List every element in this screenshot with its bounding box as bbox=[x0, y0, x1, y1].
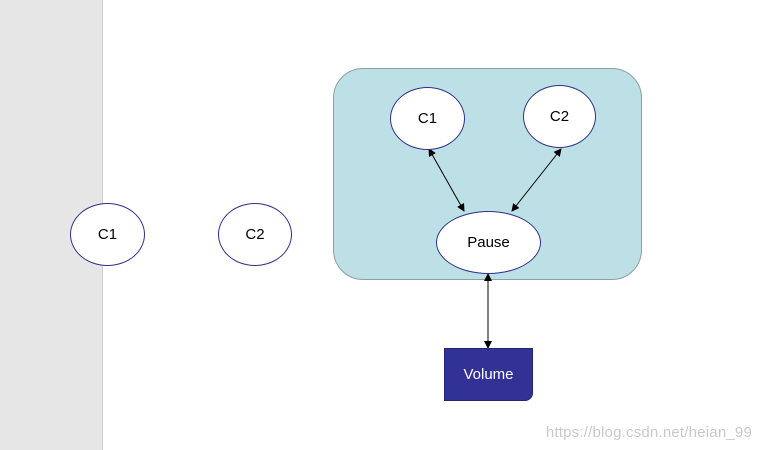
container-c1-label: C1 bbox=[97, 226, 118, 243]
container-c2-node: C2 bbox=[218, 203, 292, 266]
watermark-text: https://blog.csdn.net/heian_99 bbox=[545, 424, 752, 441]
volume-node: Volume bbox=[444, 348, 533, 401]
pause-node: Pause bbox=[436, 211, 541, 274]
volume-label: Volume bbox=[463, 366, 514, 383]
pod-c2-node: C2 bbox=[523, 85, 596, 148]
pod-c2-label: C2 bbox=[549, 108, 570, 125]
pod-c1-label: C1 bbox=[417, 110, 438, 127]
container-c2-label: C2 bbox=[245, 226, 265, 243]
pause-label: Pause bbox=[467, 234, 510, 251]
container-c1-node: C1 bbox=[70, 203, 145, 266]
pod-c1-node: C1 bbox=[390, 87, 465, 150]
